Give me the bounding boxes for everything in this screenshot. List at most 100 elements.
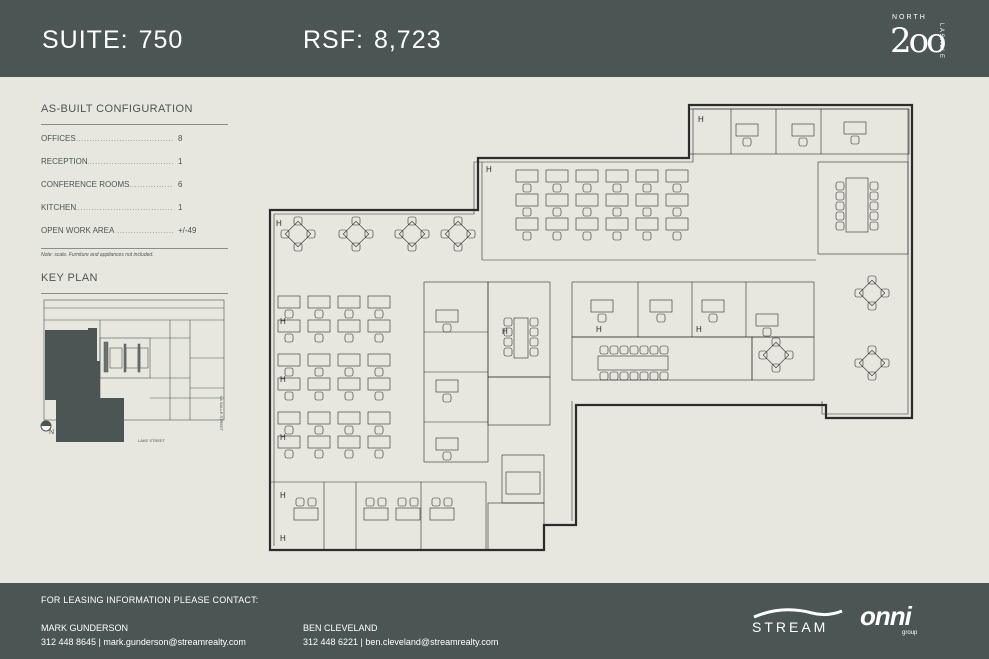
key-plan-title: KEY PLAN	[41, 272, 98, 284]
desk-label: H	[280, 534, 286, 543]
chair-icon	[582, 183, 592, 193]
workstation-desk-icon	[277, 435, 301, 449]
config-value: 6	[178, 180, 183, 189]
office-desk-icon	[649, 299, 673, 313]
divider	[41, 293, 228, 294]
chair-icon	[639, 345, 649, 355]
chair-icon	[314, 367, 324, 377]
stream-logo: STREAM	[752, 607, 847, 637]
logo-lasalle: LASALLE	[938, 23, 944, 60]
chair-icon	[612, 231, 622, 241]
office-desk-icon	[435, 309, 459, 323]
workstation-desk-icon	[605, 193, 629, 207]
building-logo: NORTH 2oo LASALLE	[890, 13, 950, 67]
chair-icon	[344, 391, 354, 401]
agent-name: MARK GUNDERSON	[41, 623, 129, 633]
chair-icon	[597, 313, 607, 323]
leader-dots: ........................................…	[73, 134, 173, 143]
round-table-icon	[858, 279, 886, 307]
chair-icon	[503, 317, 513, 327]
workstation-desk-icon	[367, 319, 391, 333]
chair-icon	[642, 207, 652, 217]
chair-icon	[672, 231, 682, 241]
workstation-desk-icon	[635, 169, 659, 183]
workstation-desk-icon	[337, 353, 361, 367]
leader-dots: ........................................…	[129, 180, 173, 189]
chair-icon	[365, 497, 375, 507]
chair-icon	[503, 337, 513, 347]
chair-icon	[314, 425, 324, 435]
workstation-desk-icon	[307, 353, 331, 367]
chair-icon	[619, 345, 629, 355]
chair-icon	[599, 371, 609, 381]
office-desk-icon	[363, 507, 389, 521]
rsf-label-text: RSF:	[303, 26, 364, 54]
chair-icon	[869, 201, 879, 211]
chair-icon	[771, 337, 781, 347]
rsf-label: RSF:8,723	[303, 26, 442, 55]
desk-label: H	[502, 327, 508, 336]
workstation-desk-icon	[575, 169, 599, 183]
suite-number: 750	[138, 26, 184, 54]
chair-icon	[854, 358, 864, 368]
chair-icon	[639, 371, 649, 381]
chair-icon	[880, 288, 890, 298]
chair-icon	[344, 367, 354, 377]
chair-icon	[708, 313, 718, 323]
chair-icon	[612, 207, 622, 217]
exterior-walls	[268, 103, 914, 552]
workstation-desk-icon	[605, 169, 629, 183]
workstation-desk-icon	[575, 217, 599, 231]
workstation-desk-icon	[367, 411, 391, 425]
office-desk-icon	[843, 121, 867, 135]
workstation-desk-icon	[665, 169, 689, 183]
workstation-desk-icon	[635, 217, 659, 231]
chair-icon	[835, 191, 845, 201]
chair-icon	[869, 211, 879, 221]
office-desk-icon	[701, 299, 725, 313]
office-desk-icon	[435, 437, 459, 451]
chair-icon	[609, 345, 619, 355]
street-label-lasalle: LA SALLE STREET	[219, 396, 224, 432]
workstation-desk-icon	[665, 193, 689, 207]
chair-icon	[306, 229, 316, 239]
chair-icon	[835, 201, 845, 211]
stream-swoosh-icon	[753, 608, 843, 619]
chair-icon	[344, 449, 354, 459]
office-desk-icon	[590, 299, 614, 313]
chair-icon	[314, 309, 324, 319]
chair-icon	[453, 242, 463, 252]
logo-north: NORTH	[892, 14, 927, 21]
config-row: CONFERENCE ROOMS .......................…	[41, 177, 228, 200]
chair-icon	[867, 345, 877, 355]
agent-contact[interactable]: 312 448 6221 | ben.cleveland@streamrealt…	[303, 637, 499, 647]
suite-label: SUITE:750	[42, 26, 183, 55]
agent-contact[interactable]: 312 448 8645 | mark.gunderson@streamreal…	[41, 637, 246, 647]
workstation-desk-icon	[545, 169, 569, 183]
street-label-lake: LAKE STREET	[138, 438, 166, 443]
round-table-icon	[762, 341, 790, 369]
chair-icon	[377, 497, 387, 507]
workstation-desk-icon	[515, 169, 539, 183]
desk-label: H	[280, 375, 286, 384]
north-label: N	[49, 429, 54, 436]
chair-icon	[397, 497, 407, 507]
chair-icon	[284, 391, 294, 401]
chair-icon	[407, 216, 417, 226]
chair-icon	[612, 183, 622, 193]
chair-icon	[835, 211, 845, 221]
chair-icon	[314, 333, 324, 343]
logo-digits: 2oo	[890, 21, 947, 61]
chair-icon	[867, 371, 877, 381]
chair-icon	[629, 371, 639, 381]
config-value: 1	[178, 203, 183, 212]
config-label: CONFERENCE ROOMS	[41, 180, 130, 189]
conference-table-icon	[845, 177, 869, 233]
chair-icon	[619, 371, 629, 381]
chair-icon	[374, 309, 384, 319]
chair-icon	[443, 497, 453, 507]
chair-icon	[649, 345, 659, 355]
desk-label: H	[280, 491, 286, 500]
agent-name: BEN CLEVELAND	[303, 623, 378, 633]
key-plan-outline	[43, 299, 225, 421]
